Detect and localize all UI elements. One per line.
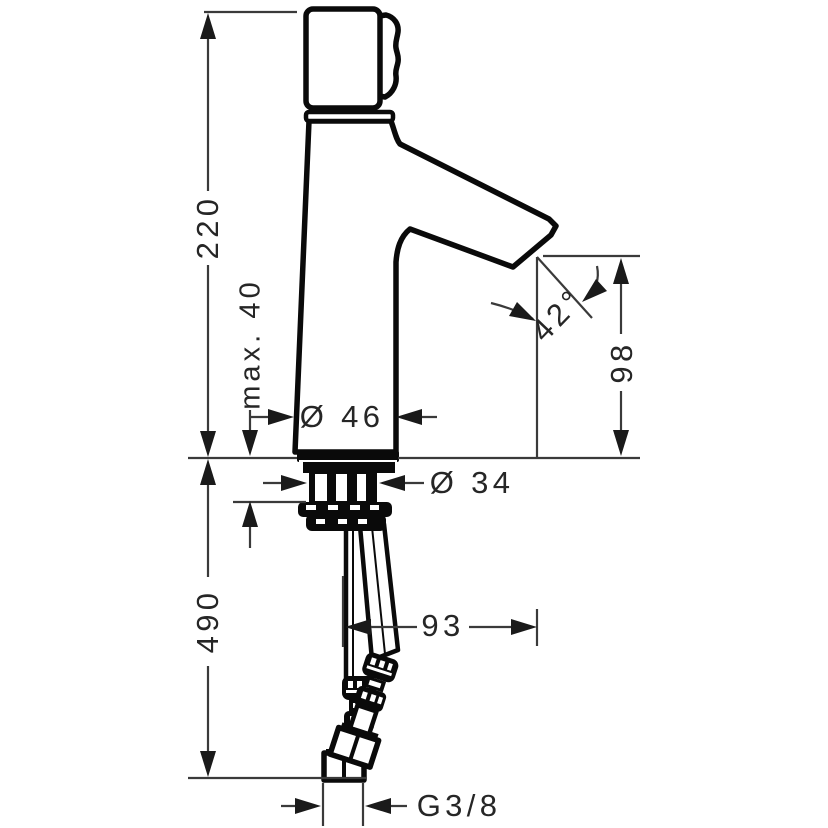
faucet-body <box>292 118 559 455</box>
dimension-label-spout-reach: 93 <box>421 608 465 643</box>
supply-hoses <box>321 521 401 783</box>
hose-connector-right <box>327 652 399 770</box>
dimension-label-hose-length: 490 <box>190 588 225 654</box>
dimension-arrows <box>200 13 629 814</box>
dimension-label-tap-hole-diameter: Ø 34 <box>429 465 515 500</box>
dimension-label-max-deck-thickness: max. 40 <box>234 278 267 410</box>
mounting-nut <box>298 502 392 517</box>
dimension-label-total-height: 220 <box>190 194 225 260</box>
cartridge-ring <box>303 109 396 124</box>
dimension-label-thread-size: G3/8 <box>416 788 502 823</box>
dimension-label-spout-height: 98 <box>604 340 639 384</box>
handle-knob <box>303 6 383 111</box>
escutcheon-and-shank <box>297 451 399 531</box>
handle-grip <box>376 12 401 100</box>
dimension-label-body-diameter: Ø 46 <box>299 399 385 434</box>
